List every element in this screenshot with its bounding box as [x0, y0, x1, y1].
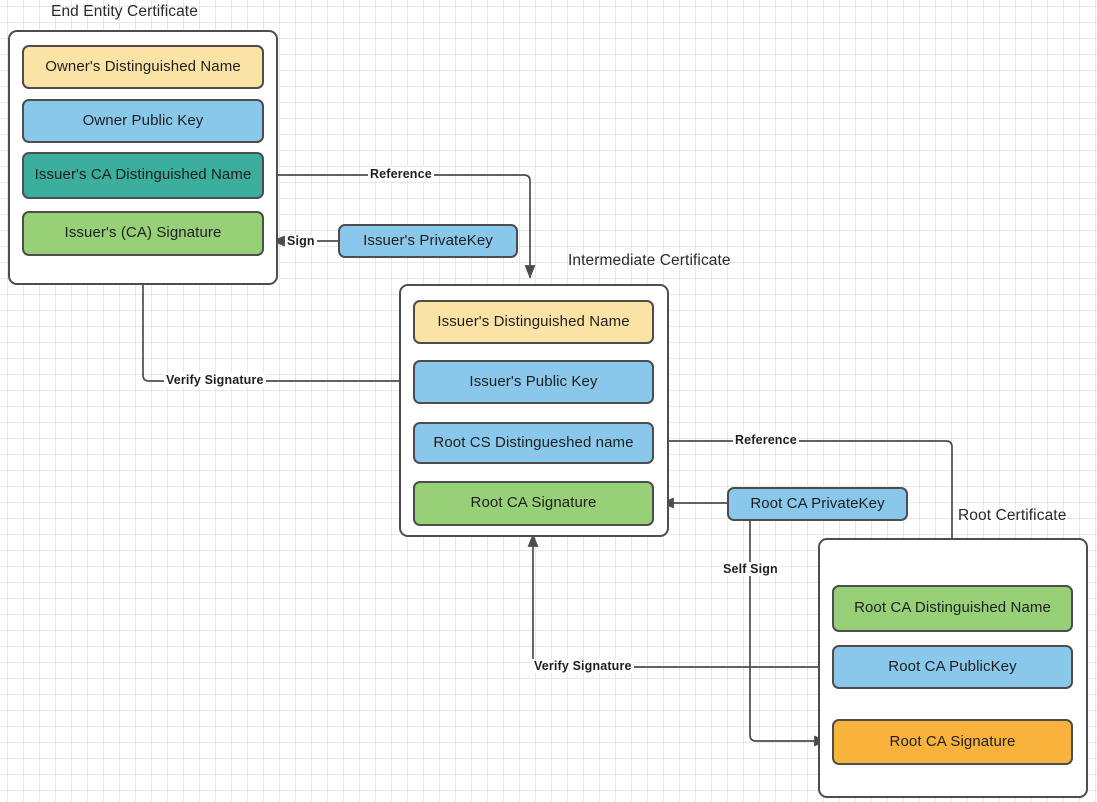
- node-issuer-privatekey[interactable]: Issuer's PrivateKey: [338, 224, 518, 258]
- edge-self-sign: [749, 521, 828, 747]
- edge-label-self-sign: Self Sign: [721, 562, 780, 576]
- node-issuer-ca-signature[interactable]: Issuer's (CA) Signature: [22, 211, 264, 256]
- node-root-cs-distingueshed-name[interactable]: Root CS Distingueshed name: [413, 422, 654, 464]
- node-root-ca-privatekey[interactable]: Root CA PrivateKey: [727, 487, 908, 521]
- node-issuer-distinguished-name[interactable]: Issuer's Distinguished Name: [413, 300, 654, 344]
- edge-label-sign: Sign: [285, 234, 317, 248]
- node-root-ca-signature-intermediate[interactable]: Root CA Signature: [413, 481, 654, 526]
- node-issuer-public-key[interactable]: Issuer's Public Key: [413, 360, 654, 404]
- edge-label-verify-signature-bottom: Verify Signature: [532, 659, 634, 673]
- edge-label-reference-top: Reference: [368, 167, 434, 181]
- edge-verify-signature-bottom: [527, 533, 832, 668]
- node-owner-distinguished-name[interactable]: Owner's Distinguished Name: [22, 45, 264, 89]
- group-title-root: Root Certificate: [958, 507, 1067, 524]
- node-root-ca-public-key[interactable]: Root CA PublicKey: [832, 645, 1073, 689]
- node-root-ca-distinguished-name[interactable]: Root CA Distinguished Name: [832, 585, 1073, 632]
- node-issuer-ca-distinguished-name[interactable]: Issuer's CA Distinguished Name: [22, 152, 264, 199]
- node-owner-public-key[interactable]: Owner Public Key: [22, 99, 264, 143]
- edge-label-verify-signature-top: Verify Signature: [164, 373, 266, 387]
- group-title-intermediate: Intermediate Certificate: [568, 252, 731, 269]
- edge-label-reference-bottom: Reference: [733, 433, 799, 447]
- node-root-ca-signature-root[interactable]: Root CA Signature: [832, 719, 1073, 765]
- group-title-end-entity: End Entity Certificate: [51, 3, 198, 20]
